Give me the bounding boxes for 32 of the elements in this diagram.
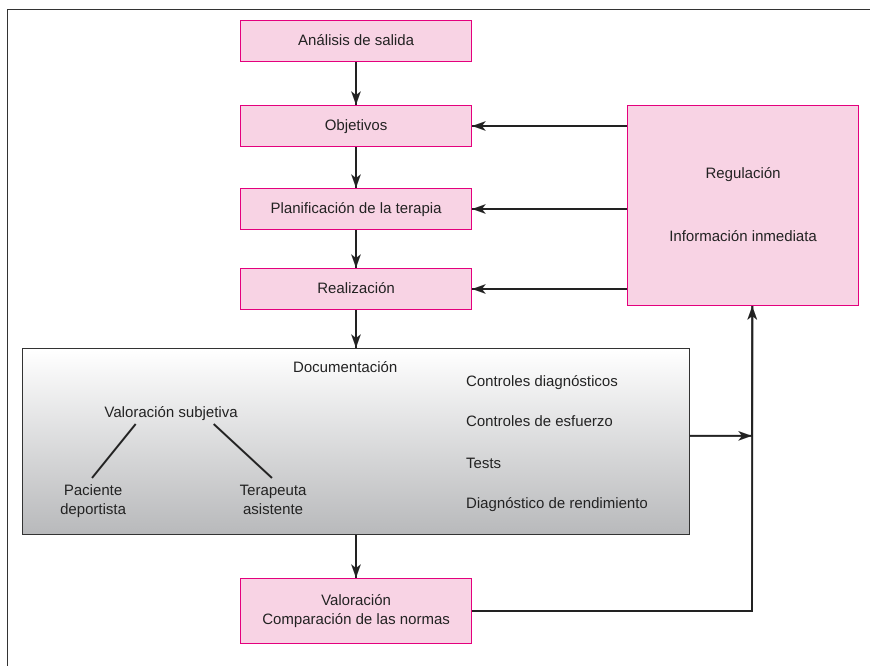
list-item: Tests (466, 454, 502, 474)
documentation-panel (22, 348, 690, 535)
process-box (240, 20, 472, 62)
arrow (472, 121, 627, 131)
arrow (351, 147, 361, 188)
process-box (627, 105, 859, 306)
box-label: Análisis de salida (298, 30, 414, 51)
box-label: Información inmediata (669, 226, 817, 246)
process-box (240, 105, 472, 147)
box-label: Valoración (321, 592, 391, 611)
arrow (472, 284, 627, 294)
process-box (240, 578, 472, 644)
panel-heading: Documentación (293, 358, 398, 378)
arrow (472, 204, 627, 214)
box-label: Objetivos (324, 116, 388, 136)
list-item: Controles de esfuerzo (466, 412, 613, 432)
process-box (240, 188, 472, 230)
box-label: Paciente deportista (59, 482, 127, 520)
box-label: Valoración subjetiva (104, 404, 238, 422)
process-box (240, 268, 472, 310)
arrow (351, 310, 361, 348)
box-label: Regulación (705, 164, 781, 184)
arrow (351, 62, 361, 105)
box-label: Realización (317, 278, 395, 299)
box-label: Terapeuta asistente (238, 482, 308, 520)
box-label: Planificación de la terapia (270, 198, 442, 219)
box-label: Comparación de las normas (262, 611, 450, 630)
list-item: Diagnóstico de rendimiento (466, 494, 648, 514)
arrow (351, 230, 361, 268)
arrow (351, 535, 361, 578)
list-item: Controles diagnósticos (466, 372, 618, 392)
arrow (472, 306, 758, 612)
